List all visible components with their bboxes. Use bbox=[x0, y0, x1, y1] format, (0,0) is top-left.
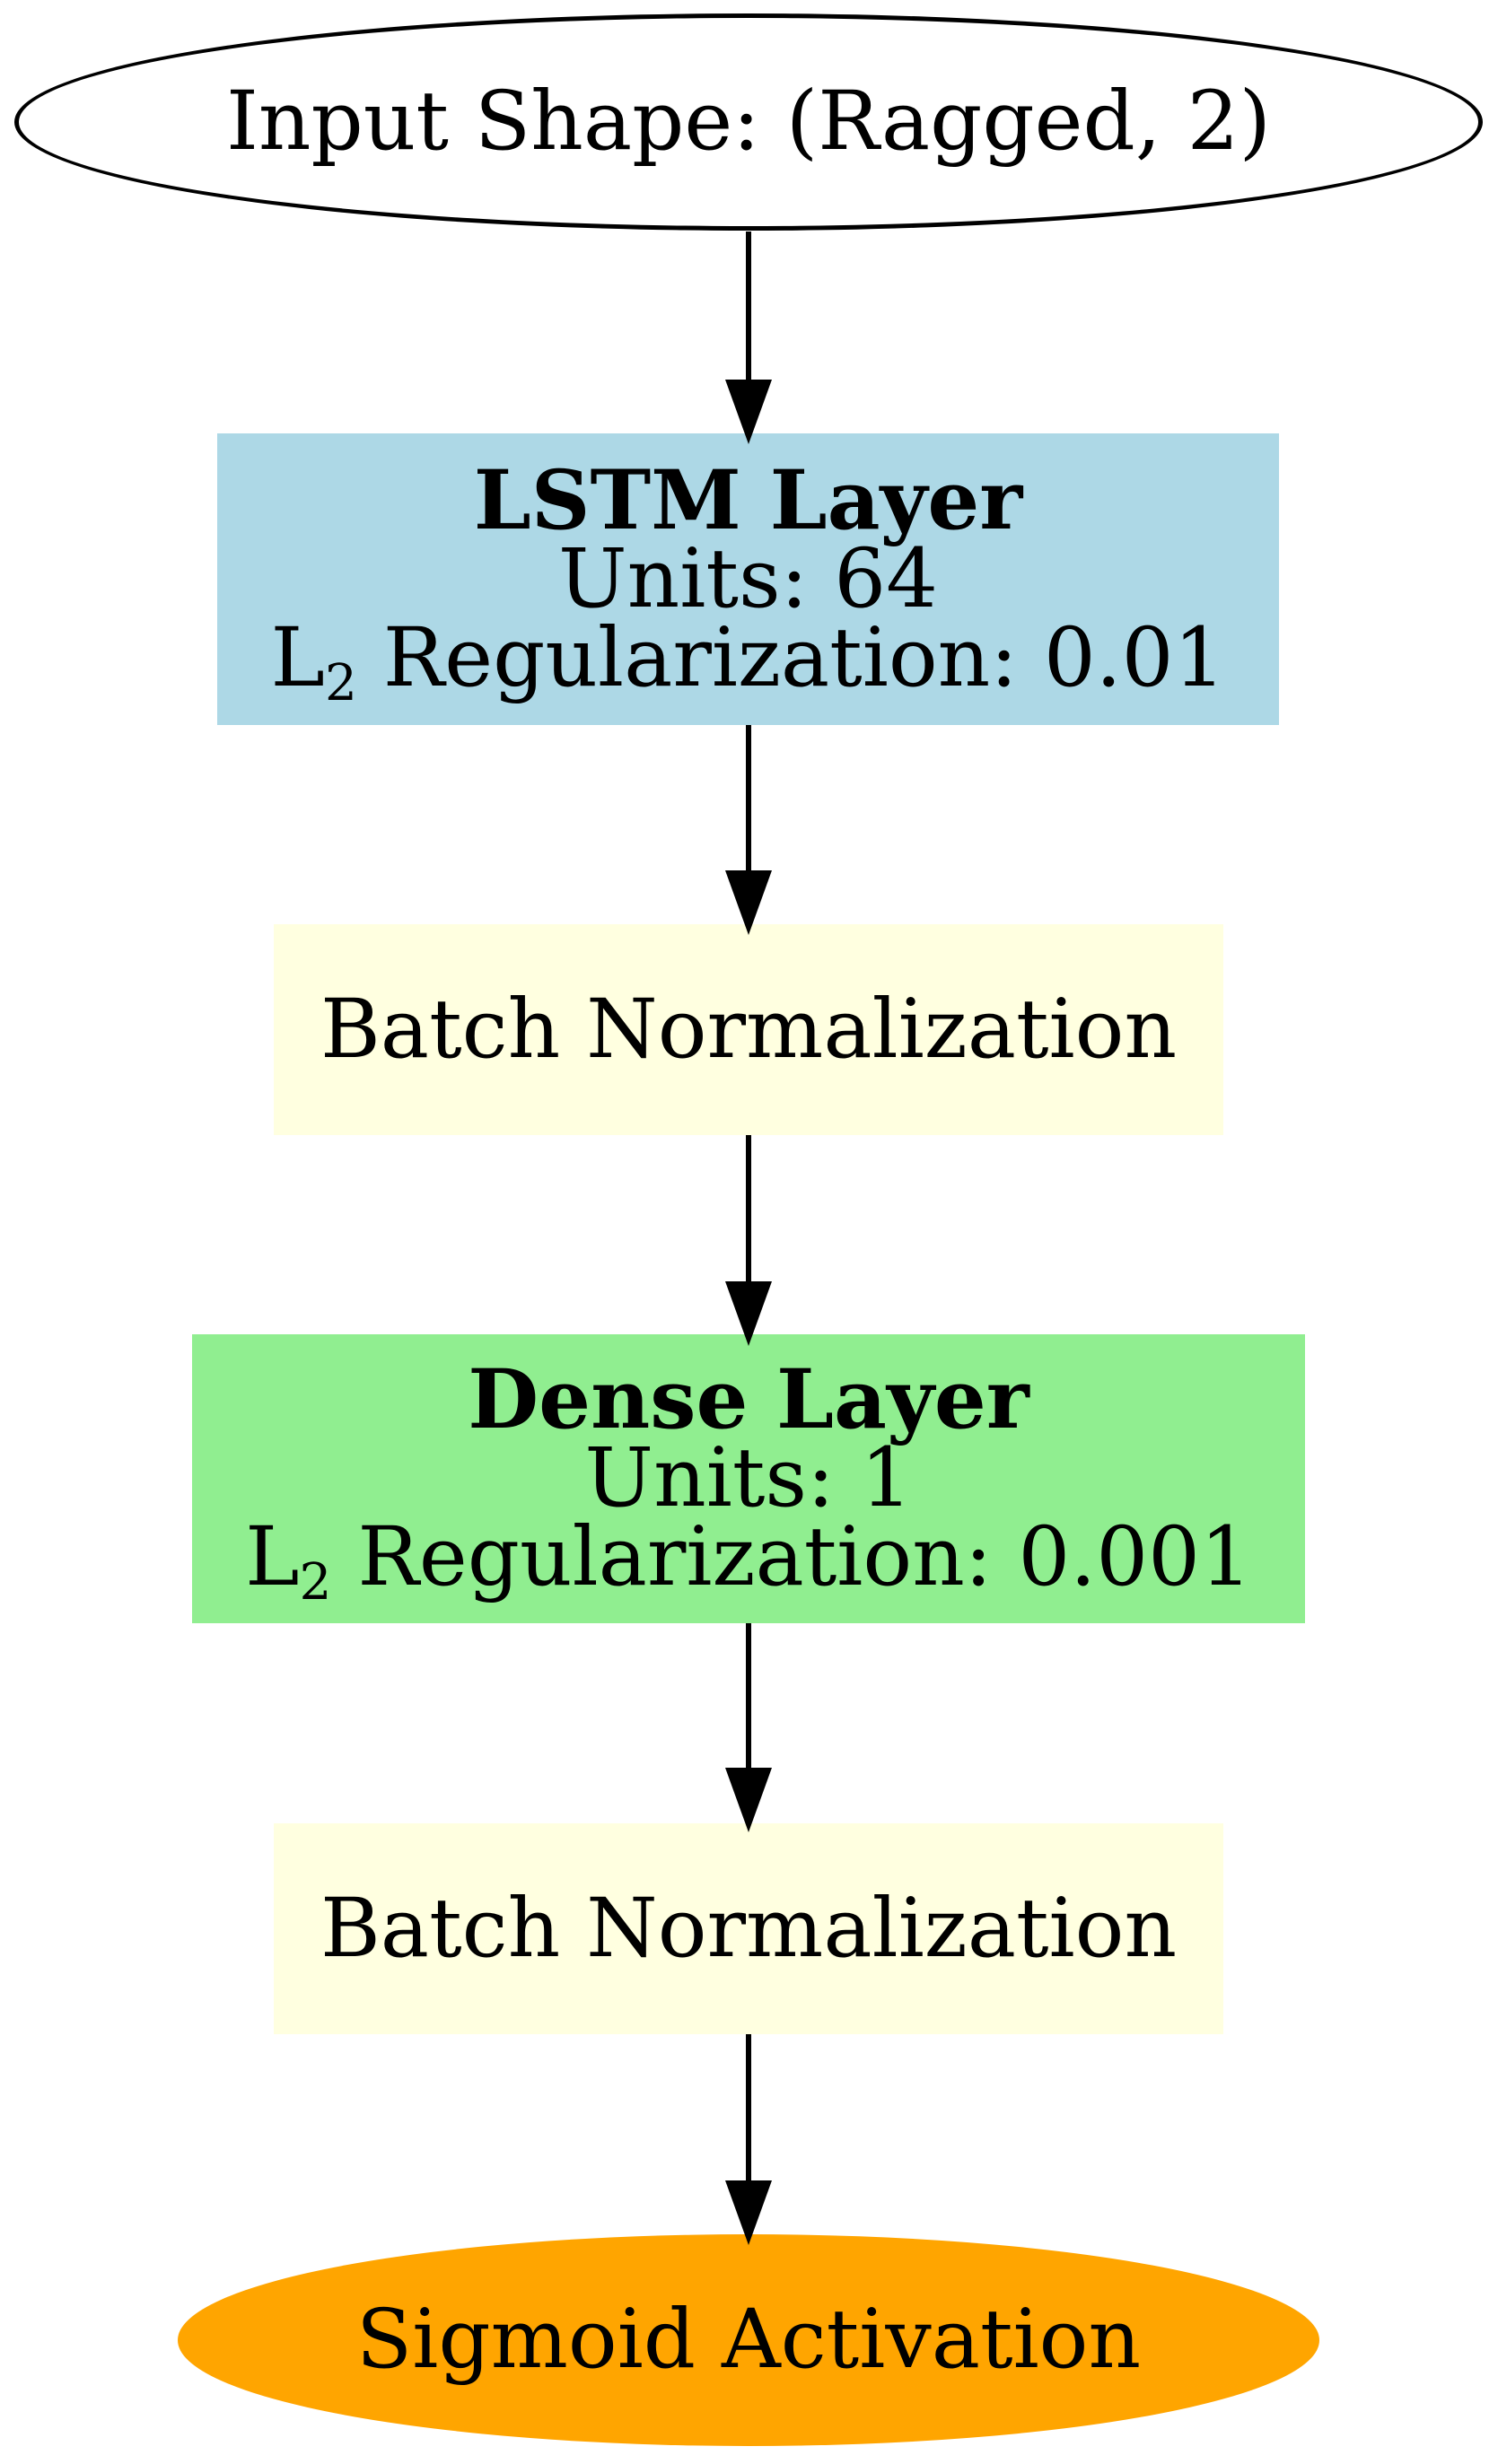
l2-subscript: 2 bbox=[324, 653, 357, 712]
lstm-regularization-label: L2 Regularization: 0.01 bbox=[271, 617, 1226, 709]
arrowhead-icon bbox=[725, 870, 772, 935]
l2-rest: Regularization: 0.01 bbox=[356, 610, 1226, 705]
edge-line bbox=[746, 1135, 751, 1281]
node-lstm-layer: LSTM Layer Units: 64 L2 Regularization: … bbox=[217, 433, 1279, 725]
l2-rest: Regularization: 0.001 bbox=[331, 1510, 1252, 1604]
edge-line bbox=[746, 232, 751, 380]
dense-layer-title: Dense Layer bbox=[468, 1352, 1029, 1447]
l2-subscript: 2 bbox=[299, 1552, 332, 1612]
sigmoid-activation-label: Sigmoid Activation bbox=[355, 2293, 1142, 2387]
edge-batchnorm2-to-sigmoid bbox=[725, 2034, 772, 2245]
edge-dense-to-batchnorm2 bbox=[725, 1623, 772, 1832]
input-shape-label: Input Shape: (Ragged, 2) bbox=[225, 74, 1272, 169]
node-dense-layer: Dense Layer Units: 1 L2 Regularization: … bbox=[192, 1334, 1305, 1623]
arrowhead-icon bbox=[725, 380, 772, 444]
node-sigmoid-activation: Sigmoid Activation bbox=[178, 2234, 1319, 2446]
edge-line bbox=[746, 725, 751, 870]
dense-units-label: Units: 1 bbox=[584, 1431, 913, 1525]
node-batch-normalization-2: Batch Normalization bbox=[274, 1823, 1223, 2034]
l2-base: L bbox=[270, 610, 325, 705]
batch-normalization-2-label: Batch Normalization bbox=[320, 1881, 1178, 1976]
arrowhead-icon bbox=[725, 1281, 772, 1346]
arrowhead-icon bbox=[725, 2180, 772, 2245]
arrowhead-icon bbox=[725, 1768, 772, 1832]
l2-base: L bbox=[245, 1510, 300, 1604]
node-input-shape: Input Shape: (Ragged, 2) bbox=[14, 13, 1483, 231]
lstm-units-label: Units: 64 bbox=[557, 531, 939, 626]
node-batch-normalization-1: Batch Normalization bbox=[274, 924, 1223, 1135]
edge-lstm-to-batchnorm1 bbox=[725, 725, 772, 935]
edge-line bbox=[746, 1623, 751, 1768]
dense-regularization-label: L2 Regularization: 0.001 bbox=[245, 1516, 1252, 1608]
edge-line bbox=[746, 2034, 751, 2180]
edge-batchnorm1-to-dense bbox=[725, 1135, 772, 1346]
edge-input-to-lstm bbox=[725, 232, 772, 444]
lstm-layer-title: LSTM Layer bbox=[473, 452, 1023, 548]
batch-normalization-1-label: Batch Normalization bbox=[320, 982, 1178, 1077]
